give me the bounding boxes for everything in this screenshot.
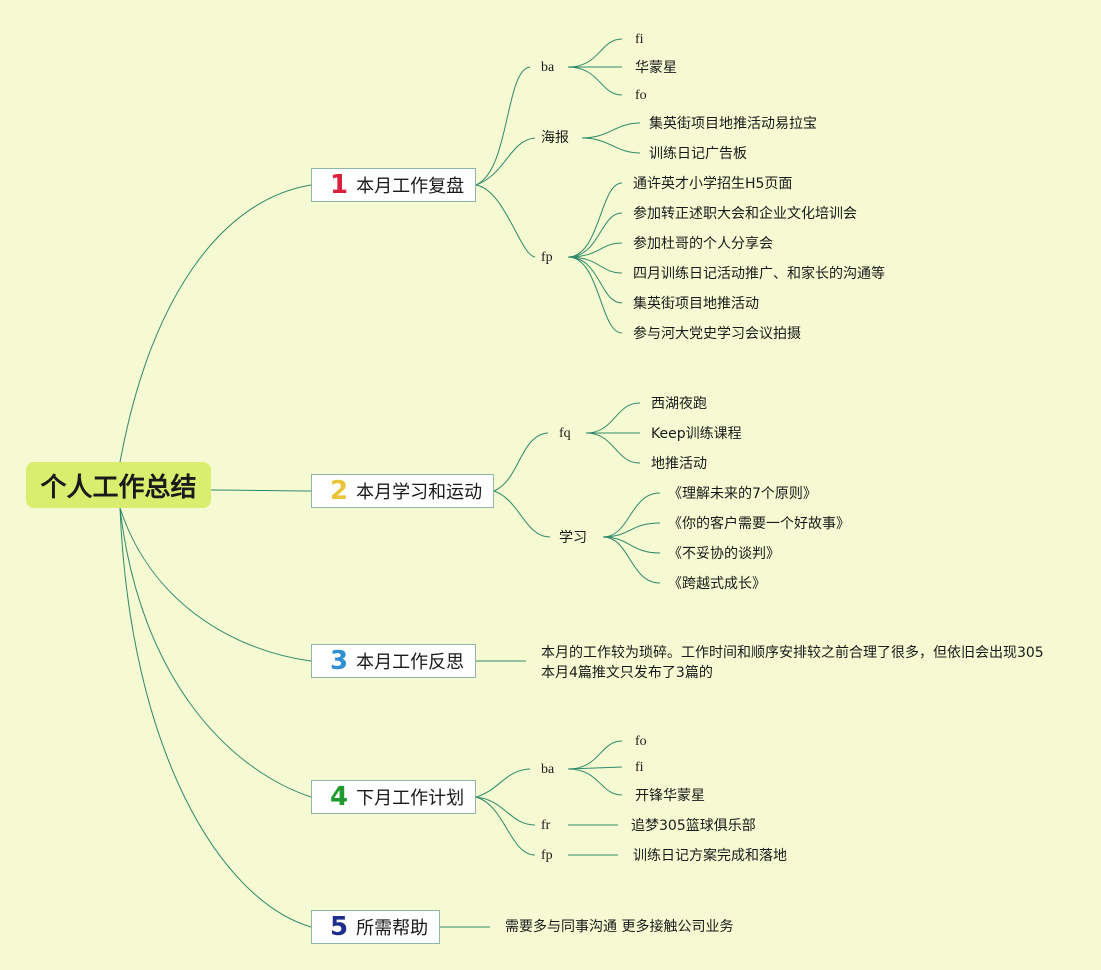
branch-3-topic[interactable]: 3 本月工作反思 — [311, 644, 476, 678]
leaf-item[interactable]: 《跨越式成长》 — [668, 576, 766, 592]
leaf-item[interactable]: 参与河大党史学习会议拍摄 — [633, 326, 801, 342]
leaf-item[interactable]: 《不妥协的谈判》 — [668, 546, 780, 562]
leaf-item[interactable]: 追梦305篮球俱乐部 — [631, 818, 756, 834]
branch-2-topic[interactable]: 2 本月学习和运动 — [311, 474, 494, 508]
subtopic-fr[interactable]: fr — [541, 818, 551, 833]
branch-title: 所需帮助 — [356, 918, 429, 939]
leaf-item[interactable]: 开锋华蒙星 — [635, 788, 705, 804]
number-2-icon: 2 — [330, 476, 349, 506]
leaf-item[interactable]: 《你的客户需要一个好故事》 — [668, 516, 850, 532]
reflection-note-line-2[interactable]: 本月4篇推文只发布了3篇的 — [541, 665, 713, 681]
leaf-item[interactable]: 华蒙星 — [635, 60, 677, 76]
leaf-item[interactable]: 训练日记广告板 — [649, 146, 747, 162]
number-5-icon: 5 — [330, 912, 349, 942]
leaf-item[interactable]: 地推活动 — [651, 456, 707, 472]
leaf-item[interactable]: 集英街项目地推活动 — [633, 296, 759, 312]
branch-title: 本月工作反思 — [356, 652, 465, 673]
subtopic-study[interactable]: 学习 — [559, 530, 587, 546]
subtopic-poster[interactable]: 海报 — [541, 130, 569, 146]
branch-5-topic[interactable]: 5 所需帮助 — [311, 910, 440, 944]
subtopic-fp[interactable]: fp — [541, 848, 553, 863]
number-1-icon: 1 — [330, 170, 349, 200]
subtopic-fp[interactable]: fp — [541, 250, 553, 265]
subtopic-fq[interactable]: fq — [559, 426, 571, 441]
leaf-item[interactable]: Keep训练课程 — [651, 426, 742, 442]
leaf-item[interactable]: fo — [635, 734, 647, 749]
branch-4-topic[interactable]: 4 下月工作计划 — [311, 780, 476, 814]
leaf-item[interactable]: 四月训练日记活动推广、和家长的沟通等 — [633, 266, 885, 282]
root-topic[interactable]: 个人工作总结 — [26, 462, 211, 508]
leaf-item[interactable]: 《理解未来的7个原则》 — [668, 486, 817, 502]
number-4-icon: 4 — [330, 782, 349, 812]
branch-title: 本月学习和运动 — [356, 482, 483, 503]
branch-1-topic[interactable]: 1 本月工作复盘 — [311, 168, 476, 202]
leaf-item[interactable]: fi — [635, 760, 644, 775]
subtopic-ba[interactable]: ba — [541, 762, 555, 777]
help-note[interactable]: 需要多与同事沟通 更多接触公司业务 — [505, 919, 734, 935]
branch-title: 本月工作复盘 — [356, 176, 465, 197]
leaf-item[interactable]: fo — [635, 88, 647, 103]
leaf-item[interactable]: 西湖夜跑 — [651, 396, 707, 412]
leaf-item[interactable]: 参加转正述职大会和企业文化培训会 — [633, 206, 857, 222]
leaf-item[interactable]: 集英街项目地推活动易拉宝 — [649, 116, 817, 132]
leaf-item[interactable]: 训练日记方案完成和落地 — [633, 848, 787, 864]
reflection-note-line-1[interactable]: 本月的工作较为琐碎。工作时间和顺序安排较之前合理了很多，但依旧会出现305 — [541, 645, 1044, 661]
leaf-item[interactable]: fi — [635, 32, 644, 47]
leaf-item[interactable]: 通许英才小学招生H5页面 — [633, 176, 793, 192]
branch-title: 下月工作计划 — [356, 788, 465, 809]
subtopic-ba[interactable]: ba — [541, 60, 555, 75]
number-3-icon: 3 — [330, 646, 349, 676]
leaf-item[interactable]: 参加杜哥的个人分享会 — [633, 236, 773, 252]
